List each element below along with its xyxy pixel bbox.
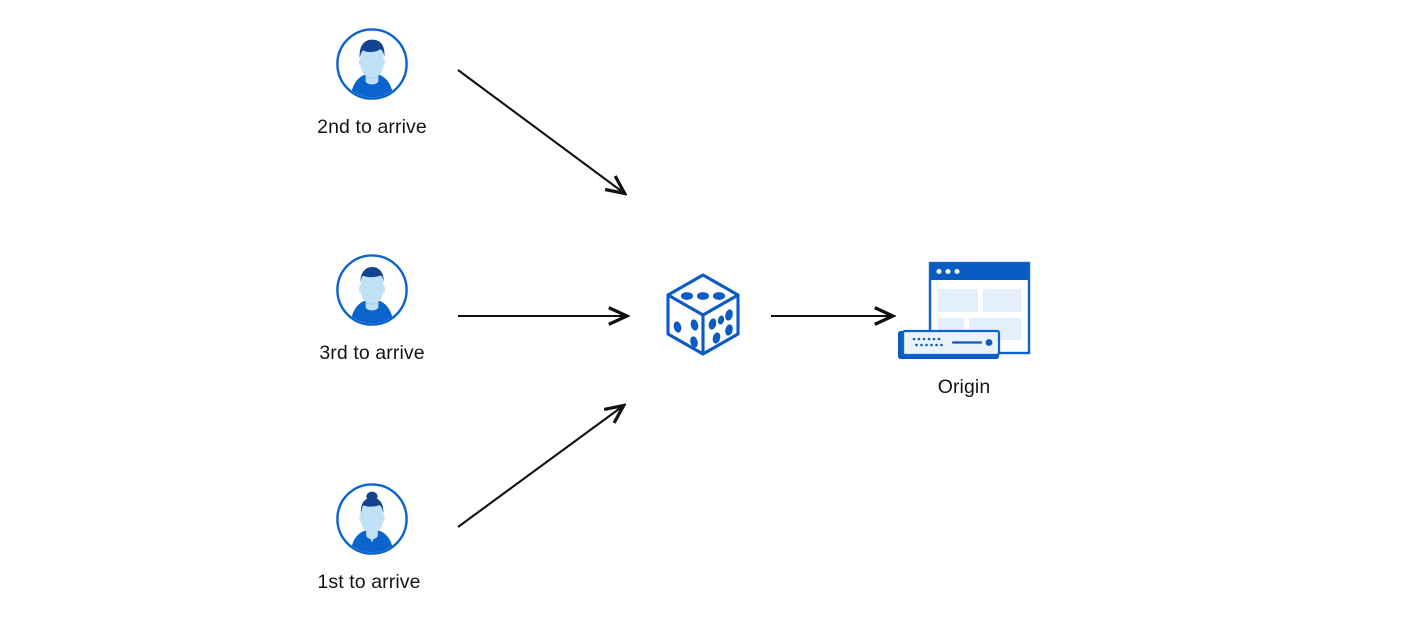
- dice-icon: [660, 270, 746, 358]
- server-device-icon: [898, 329, 1001, 359]
- node-label-origin: Origin: [937, 376, 991, 398]
- origin-server-icon: [893, 258, 1035, 362]
- node-label-visitor-2nd: 2nd to arrive: [317, 116, 427, 138]
- edge-2nd-to-dice: [457, 69, 624, 193]
- node-label-visitor-1st: 1st to arrive: [317, 571, 421, 593]
- node-label-visitor-3rd: 3rd to arrive: [319, 342, 425, 364]
- edge-1st-to-dice: [457, 406, 623, 528]
- user-avatar-female-icon: [335, 482, 409, 556]
- user-avatar-icon: [335, 253, 409, 327]
- user-avatar-icon: [335, 27, 409, 101]
